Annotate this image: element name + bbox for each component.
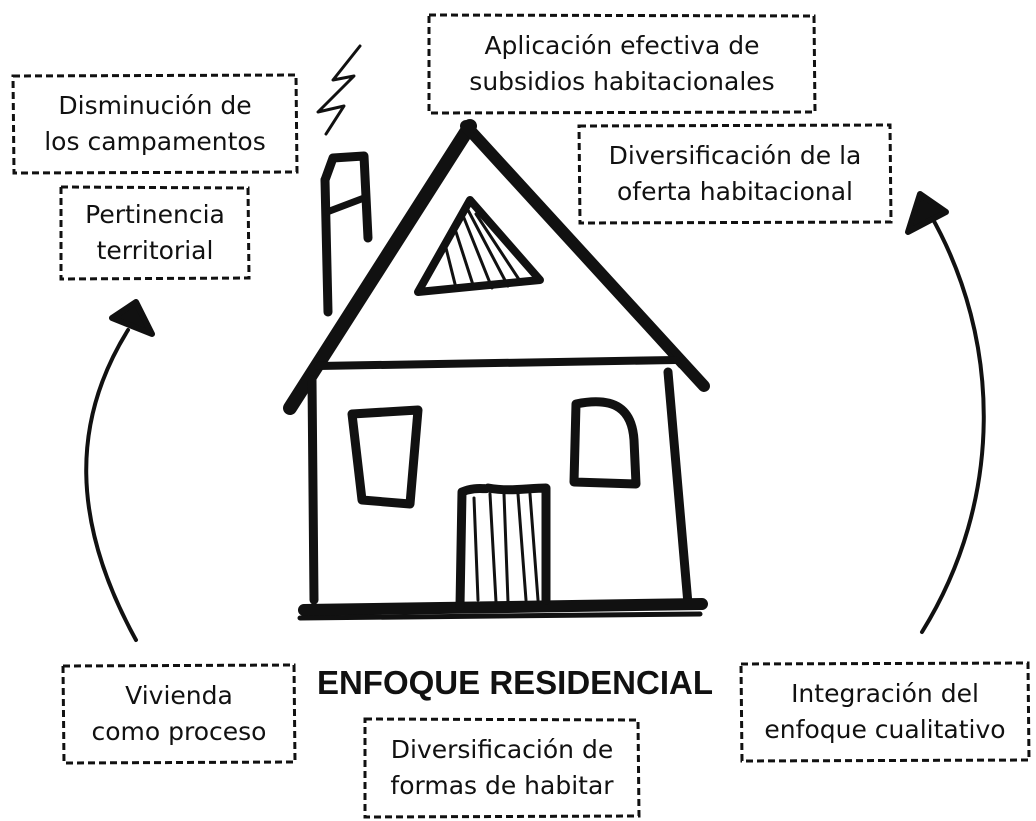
outcome-box-disminucion: Disminución de los campamentos — [11, 73, 299, 175]
dashed-border — [427, 13, 817, 115]
dashed-border — [739, 661, 1031, 763]
diagram-title: ENFOQUE RESIDENCIAL — [316, 664, 714, 701]
driver-label-integracion: Integración del enfoque cualitativo — [764, 678, 1006, 744]
driver-box-vivienda: Vivienda como proceso — [61, 663, 297, 765]
dashed-border — [577, 123, 893, 225]
outcome-label-aplicacion: Aplicación efectiva de subsidios habitac… — [469, 30, 775, 96]
outcome-box-pertinencia: Pertinencia territorial — [59, 185, 251, 281]
dashed-border — [363, 717, 641, 819]
dashed-border — [59, 185, 251, 281]
outcome-box-diversificacion-oferta: Diversificación de la oferta habitaciona… — [577, 123, 893, 225]
driver-label-vivienda: Vivienda como proceso — [91, 680, 267, 746]
outcome-label-pertinencia: Pertinencia territorial — [85, 199, 225, 265]
driver-box-integracion: Integración del enfoque cualitativo — [739, 661, 1031, 763]
dashed-border — [61, 663, 297, 765]
outcome-box-aplicacion: Aplicación efectiva de subsidios habitac… — [427, 13, 817, 115]
driver-label-diversificacion-formas: Diversificación de formas de habitar — [390, 734, 614, 800]
outcome-label-disminucion: Disminución de los campamentos — [44, 90, 266, 156]
driver-box-diversificacion-formas: Diversificación de formas de habitar — [363, 717, 641, 819]
outcome-label-diversificacion-oferta: Diversificación de la oferta habitaciona… — [608, 140, 862, 206]
dashed-border — [11, 73, 299, 175]
